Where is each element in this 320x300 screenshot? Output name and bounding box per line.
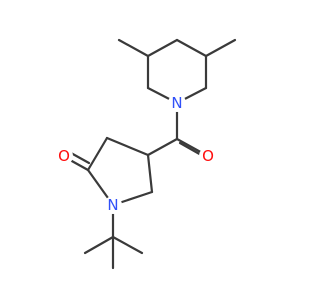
atom-symbol: O — [202, 147, 214, 165]
bond — [105, 136, 150, 157]
atom-labels: N O N O — [55, 94, 217, 214]
bond — [68, 158, 90, 172]
atom-nitrogen: N — [104, 196, 122, 214]
bond — [178, 141, 205, 158]
bond — [117, 38, 150, 58]
atom-oxygen: O — [55, 147, 73, 165]
bond — [146, 137, 179, 157]
bonds — [68, 38, 237, 270]
bond — [111, 235, 144, 255]
molecule-structure: N O N O — [55, 38, 237, 270]
atom-symbol: O — [58, 147, 70, 165]
atom-nitrogen: N — [168, 94, 186, 112]
bond — [204, 38, 237, 58]
bond — [146, 153, 154, 194]
bond — [146, 38, 179, 58]
atom-symbol: N — [107, 196, 118, 214]
bond — [175, 38, 208, 58]
bond — [69, 151, 91, 165]
bond — [83, 235, 115, 255]
atom-symbol: N — [171, 94, 182, 112]
atom-oxygen: O — [199, 147, 217, 165]
bond — [86, 136, 109, 172]
